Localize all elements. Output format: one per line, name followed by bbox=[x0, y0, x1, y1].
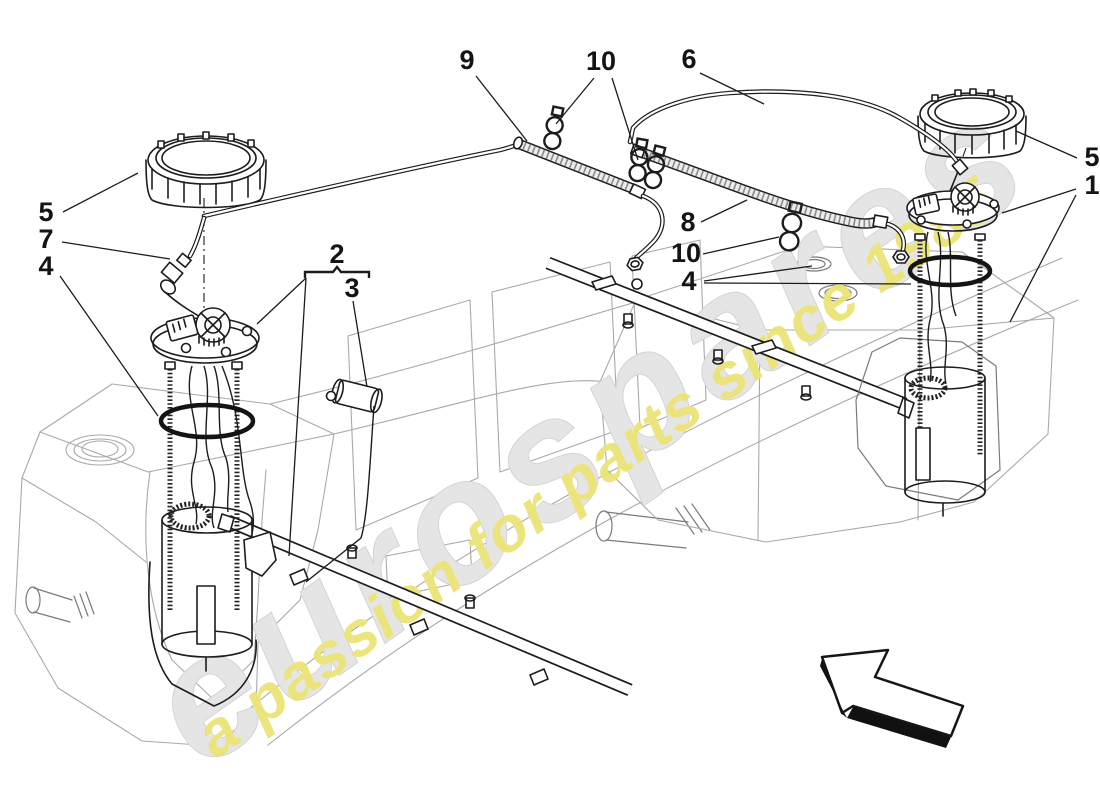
callout-6: 6 bbox=[681, 44, 696, 74]
callout-7: 7 bbox=[38, 224, 53, 254]
callout-5-left: 5 bbox=[38, 197, 53, 227]
callout-labels: 9 10 6 5 1 5 7 4 2 3 8 10 4 bbox=[38, 44, 1099, 303]
hose-7-fitting bbox=[158, 218, 204, 318]
callout-9: 9 bbox=[459, 45, 474, 75]
injector-nub bbox=[623, 314, 811, 400]
tank-left-pipe-stub bbox=[26, 587, 94, 622]
locking-ring-right bbox=[918, 89, 1026, 158]
fuel-rail-upper bbox=[548, 263, 914, 418]
pump-right bbox=[856, 183, 1000, 516]
hose-8-braided bbox=[631, 144, 910, 264]
fuel-rail-lower bbox=[218, 514, 630, 690]
callout-4-mid: 4 bbox=[681, 266, 696, 296]
pipe-left-feed bbox=[204, 144, 519, 216]
callout-3: 3 bbox=[344, 273, 359, 303]
callout-1: 1 bbox=[1084, 170, 1099, 200]
locking-ring-left bbox=[146, 132, 266, 208]
o-ring-left bbox=[161, 405, 253, 437]
callout-10-top: 10 bbox=[586, 46, 616, 76]
callout-10-mid: 10 bbox=[671, 238, 701, 268]
callout-8: 8 bbox=[680, 207, 695, 237]
pipe-6 bbox=[630, 92, 968, 191]
pump-left bbox=[149, 218, 276, 706]
callout-5-right: 5 bbox=[1084, 142, 1099, 172]
o-ring-right bbox=[910, 257, 990, 285]
direction-arrow bbox=[820, 650, 963, 748]
hose-9-braided bbox=[512, 136, 662, 273]
tank-middle-pipe-stub bbox=[596, 504, 710, 548]
callout-leaders bbox=[60, 73, 1077, 556]
tank-left bbox=[15, 384, 334, 746]
tank-right bbox=[600, 246, 1054, 542]
callout-4-left: 4 bbox=[38, 251, 53, 281]
float-sensor bbox=[306, 378, 384, 582]
callout-2: 2 bbox=[329, 239, 344, 269]
